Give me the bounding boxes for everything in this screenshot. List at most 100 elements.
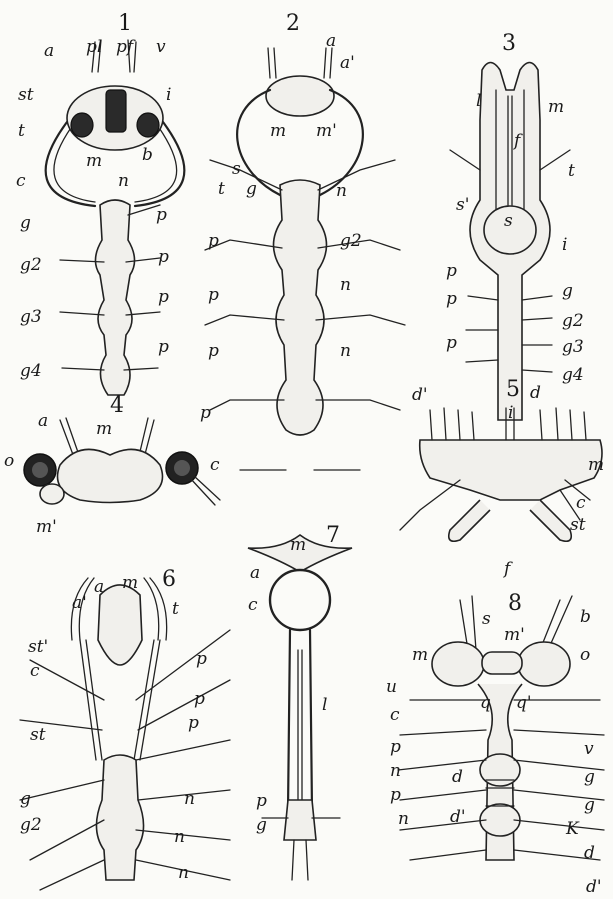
figure-1-label: g4 bbox=[20, 361, 42, 381]
figure-6: 6 a m a' t st' c p st p p g n g2 n n bbox=[20, 567, 230, 890]
figure-6-label: m bbox=[122, 573, 138, 593]
figure-1-label: p bbox=[158, 337, 169, 357]
figure-5-number: 5 bbox=[506, 377, 520, 402]
figure-7-label: m bbox=[290, 535, 306, 555]
figure-8-label: p bbox=[390, 785, 401, 805]
figure-3-label: g bbox=[562, 281, 573, 301]
figure-7-label: p bbox=[256, 791, 267, 811]
figure-5-label: d bbox=[530, 383, 541, 403]
figure-2-label: a' bbox=[340, 53, 355, 73]
figure-2-label: n bbox=[340, 341, 351, 361]
figure-2-label: g bbox=[246, 179, 257, 199]
figure-8-label: s bbox=[482, 609, 491, 629]
figure-8-label: d' bbox=[450, 807, 466, 827]
figure-7-label: c bbox=[248, 595, 258, 615]
figure-6-label: st' bbox=[28, 637, 48, 657]
figure-1-label: a bbox=[44, 41, 54, 61]
figure-2-label: p bbox=[208, 341, 219, 361]
figure-8-label: v bbox=[584, 739, 594, 759]
figure-3-label: p bbox=[446, 289, 457, 309]
figure-4-label: a bbox=[38, 411, 48, 431]
figure-1-label: g3 bbox=[20, 307, 42, 327]
figure-8-label: g bbox=[584, 767, 595, 787]
figure-2-label: p bbox=[208, 231, 219, 251]
figure-5-label: c bbox=[576, 493, 586, 513]
figure-2-label: p bbox=[208, 285, 219, 305]
figure-7-number: 7 bbox=[326, 523, 340, 548]
figure-6-label: n bbox=[184, 789, 195, 809]
figure-8-label: m bbox=[412, 645, 428, 665]
figure-5-label: f bbox=[502, 559, 513, 579]
figure-8-label: b bbox=[580, 607, 591, 627]
figure-5-label: i bbox=[508, 403, 513, 423]
figure-4: 4 a m o c m' bbox=[4, 393, 220, 537]
figure-1-label: g2 bbox=[20, 255, 42, 275]
figure-1-label: p bbox=[156, 205, 167, 225]
figure-3-label: s bbox=[504, 211, 513, 231]
figure-2: 2 a a' m m' s t g n g2 p p n p n p bbox=[200, 11, 405, 470]
figure-1: 1 a pl pf v st i t m b c n g p g2 p g3 p… bbox=[16, 11, 184, 395]
figure-8-label: K bbox=[565, 819, 580, 839]
figure-2-label: g2 bbox=[340, 231, 362, 251]
figure-1-label: n bbox=[118, 171, 129, 191]
figure-3-label: g2 bbox=[562, 311, 584, 331]
figure-4-label: m' bbox=[36, 517, 57, 537]
figure-6-label: a' bbox=[72, 593, 87, 613]
figure-4-label: m bbox=[96, 419, 112, 439]
figure-1-label: c bbox=[16, 171, 26, 191]
figure-6-label: n bbox=[174, 827, 185, 847]
figure-8-label: c bbox=[390, 705, 400, 725]
figure-3: 3 l m f t s' s i p g p g2 p g3 g4 bbox=[446, 31, 584, 420]
figure-1-label: pf bbox=[116, 37, 136, 57]
figure-6-label: c bbox=[30, 661, 40, 681]
figure-7-label: a bbox=[250, 563, 260, 583]
figure-8-label: n bbox=[390, 761, 401, 781]
figure-8-label: m' bbox=[504, 625, 525, 645]
figure-2-label: a bbox=[326, 31, 336, 51]
figure-4-label: c bbox=[210, 455, 220, 475]
figure-7-label: g bbox=[256, 815, 267, 835]
figure-3-label: g4 bbox=[562, 365, 584, 385]
figure-8-label: o bbox=[580, 645, 590, 665]
figure-1-label: i bbox=[166, 85, 171, 105]
figure-2-label: n bbox=[340, 275, 351, 295]
figure-1-label: st bbox=[18, 85, 34, 105]
figure-1-label: m bbox=[86, 151, 102, 171]
figure-6-label: a bbox=[94, 577, 104, 597]
figure-7-label: l bbox=[322, 695, 327, 715]
figure-8-label: u bbox=[386, 677, 397, 697]
figure-1-label: pl bbox=[86, 37, 102, 57]
figure-5-label: d' bbox=[412, 385, 428, 405]
figure-6-label: p bbox=[196, 649, 207, 669]
figure-8-label: d' bbox=[586, 877, 602, 897]
figure-2-label: p bbox=[200, 403, 211, 423]
figure-2-label: s bbox=[232, 159, 241, 179]
figure-1-label: t bbox=[18, 121, 25, 141]
figure-6-label: t bbox=[172, 599, 179, 619]
figure-2-number: 2 bbox=[286, 11, 300, 36]
figure-8-label: d bbox=[452, 767, 463, 787]
figure-3-label: p bbox=[446, 261, 457, 281]
figure-2-label: n bbox=[336, 181, 347, 201]
figure-8-label: p bbox=[390, 737, 401, 757]
figure-8-label: d bbox=[584, 843, 595, 863]
figure-6-label: g bbox=[20, 789, 31, 809]
figure-8-label: g bbox=[584, 795, 595, 815]
figure-8-label: q' bbox=[516, 693, 532, 713]
figure-1-label: b bbox=[142, 145, 153, 165]
figure-4-number: 4 bbox=[110, 393, 124, 418]
figure-3-label: i bbox=[562, 235, 567, 255]
figure-3-label: g3 bbox=[562, 337, 584, 357]
figure-8-label: n bbox=[398, 809, 409, 829]
figure-3-label: m bbox=[548, 97, 564, 117]
figure-6-label: st bbox=[30, 725, 46, 745]
figure-8-number: 8 bbox=[508, 591, 522, 616]
figure-4-label: o bbox=[4, 451, 14, 471]
figure-8: 8 s b m' m o u c q q' p v n d g p n d' g… bbox=[386, 591, 604, 897]
figure-1-label: p bbox=[158, 247, 169, 267]
figure-1-label: g bbox=[20, 213, 31, 233]
figure-5-label: st bbox=[570, 515, 586, 535]
figure-6-label: n bbox=[178, 863, 189, 883]
figure-1-number: 1 bbox=[118, 11, 132, 36]
figure-8-label: q bbox=[480, 693, 491, 713]
